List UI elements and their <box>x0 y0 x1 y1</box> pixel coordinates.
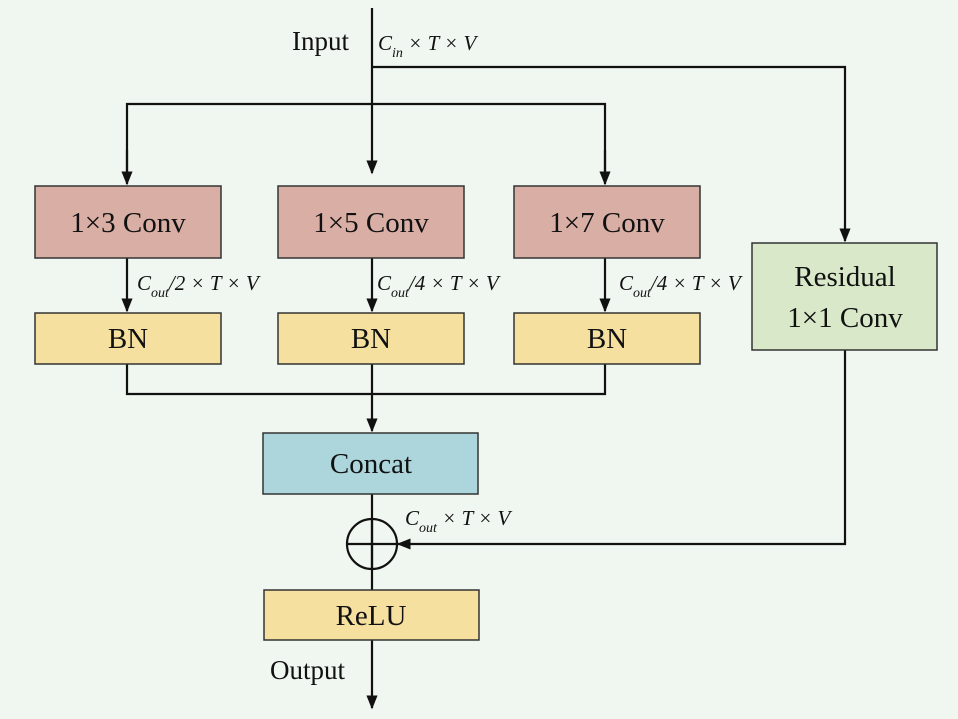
bn1-label: BN <box>108 323 148 355</box>
bn2-node: BN <box>277 312 465 365</box>
edge-residual-sum <box>396 350 847 550</box>
output-label: Output <box>270 655 346 685</box>
relu-node: ReLU <box>263 589 480 641</box>
residual-node: Residual 1×1 Conv <box>751 242 938 351</box>
conv3-box <box>34 185 222 259</box>
bn2-label: BN <box>351 323 391 355</box>
conv3-label: 1×3 Conv <box>70 207 186 239</box>
relu-box <box>263 589 480 641</box>
dim-branch2: Cout/4 × T × V <box>377 271 501 301</box>
conv7-label: 1×7 Conv <box>549 207 665 239</box>
relu-label: ReLU <box>336 600 407 632</box>
conv5-box <box>277 185 465 259</box>
edge-bn-merge <box>125 364 607 396</box>
conv7-box <box>513 185 701 259</box>
residual-label-line1: Residual <box>794 261 896 293</box>
input-label: Input <box>292 26 349 56</box>
bn1-node: BN <box>34 312 222 365</box>
dim-merged: Cout × T × V <box>405 506 513 536</box>
dim-branch1: Cout/2 × T × V <box>137 271 261 301</box>
conv5-node: 1×5 Conv <box>277 185 465 259</box>
residual-label-line2: 1×1 Conv <box>787 302 903 334</box>
edge-input-residual <box>372 65 851 243</box>
edges <box>121 8 851 710</box>
bn3-box <box>513 312 701 365</box>
conv7-node: 1×7 Conv <box>513 185 701 259</box>
circle-plus-icon <box>345 517 399 571</box>
dim-branch3: Cout/4 × T × V <box>619 271 743 301</box>
concat-box <box>262 432 479 495</box>
conv3-node: 1×3 Conv <box>34 185 222 259</box>
conv5-label: 1×5 Conv <box>313 207 429 239</box>
edge-branch-bus <box>125 102 607 173</box>
concat-label: Concat <box>330 448 412 480</box>
bn1-box <box>34 312 222 365</box>
bn3-node: BN <box>513 312 701 365</box>
dim-input: Cin × T × V <box>378 31 479 61</box>
residual-box <box>751 242 938 351</box>
bn3-label: BN <box>587 323 627 355</box>
bn2-box <box>277 312 465 365</box>
concat-node: Concat <box>262 432 479 495</box>
